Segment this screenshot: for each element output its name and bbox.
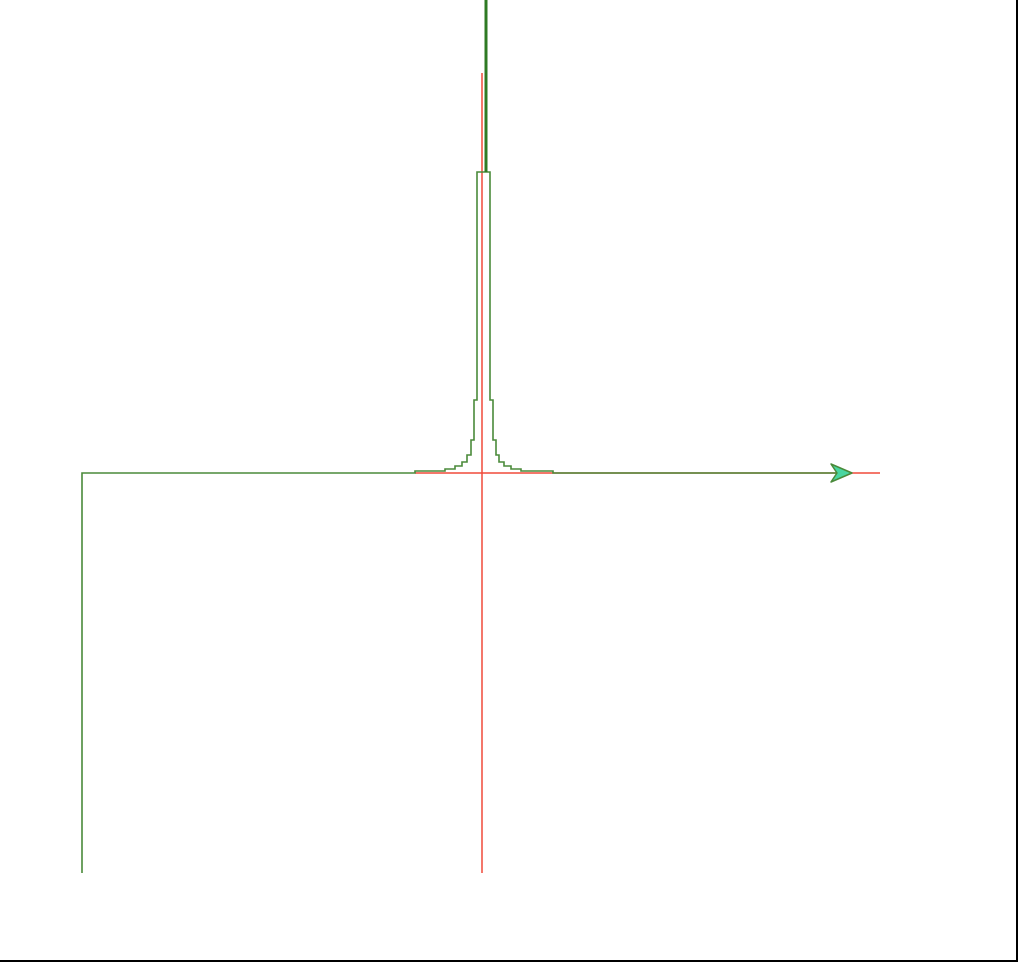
turtle-cursor-icon: [830, 463, 853, 483]
turtle-trail: [81, 171, 840, 873]
